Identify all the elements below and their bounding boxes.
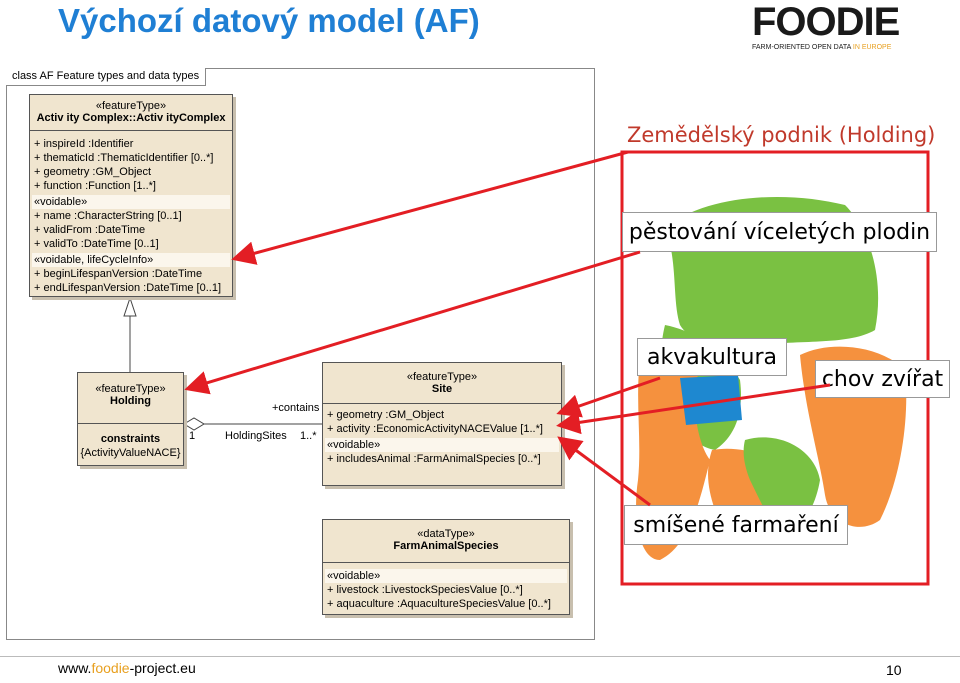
logo-tagline: FARM-ORIENTED OPEN DATA IN EUROPE xyxy=(752,44,891,51)
attribute-row: + endLifespanVersion :DateTime [0..1] xyxy=(34,282,222,294)
logo-tagline-part2: IN EUROPE xyxy=(852,44,892,51)
footer-url-part1: www. xyxy=(58,660,92,676)
attribute-row: + geometry :GM_Object xyxy=(34,166,152,178)
livestock-label: chov zvířat xyxy=(815,360,950,398)
arrow-perennial-to-holding xyxy=(184,250,641,395)
foodie-logo: FOODIE FARM-ORIENTED OPEN DATA IN EUROPE xyxy=(752,2,914,54)
activity-complex-stereotype: «featureType» xyxy=(95,100,167,112)
page-number: 10 xyxy=(886,662,902,678)
arrow-livestock-to-site xyxy=(556,383,831,435)
site-class: «featureType» Site + geometry :GM_Object… xyxy=(322,362,562,486)
voidable-label: «voidable» xyxy=(32,195,230,209)
association-target-role: HoldingSites xyxy=(225,430,287,442)
holding-name: Holding xyxy=(110,395,151,407)
blue-parcel-aquaculture xyxy=(680,375,742,425)
attribute-row: + validTo :DateTime [0..1] xyxy=(34,238,159,250)
arrow-mixed-to-site xyxy=(557,436,651,507)
voidable-label: «voidable» xyxy=(325,438,559,452)
attribute-row: + validFrom :DateTime xyxy=(34,224,146,236)
perennial-label: pěstování víceletých plodin xyxy=(622,212,937,252)
attribute-row: + includesAnimal :FarmAnimalSpecies [0..… xyxy=(327,453,541,465)
holding-class: «featureType» Holding constraints {Activ… xyxy=(77,372,184,466)
site-stereotype: «featureType» xyxy=(406,371,478,383)
page-title: Výchozí datový model (AF) xyxy=(58,2,480,39)
lifecycle-label: «voidable, lifeCycleInfo» xyxy=(32,253,230,267)
frame-label: class AF Feature types and data types xyxy=(6,68,207,86)
footer-url-link[interactable]: www.foodie-project.eu xyxy=(58,660,196,676)
voidable-label: «voidable» xyxy=(325,569,567,583)
association-target-multiplicity: 1..* xyxy=(300,430,317,442)
attribute-row: + beginLifespanVersion :DateTime xyxy=(34,268,203,280)
aquaculture-label: akvakultura xyxy=(637,338,787,376)
farm-animal-species-name: FarmAnimalSpecies xyxy=(393,540,499,552)
activity-complex-name: Activ ity Complex::Activ ityComplex xyxy=(36,112,226,124)
activity-complex-class: «featureType» Activ ity Complex::Activ i… xyxy=(29,94,233,297)
mixed-farming-label: smíšené farmaření xyxy=(624,505,848,545)
farm-animal-species-stereotype: «dataType» xyxy=(417,528,475,540)
arrow-aquaculture-to-site xyxy=(556,376,661,418)
farm-animal-species-datatype: «dataType» FarmAnimalSpecies «voidable» … xyxy=(322,519,570,615)
attribute-row: + livestock :LivestockSpeciesValue [0..*… xyxy=(327,584,523,596)
attribute-row: + function :Function [1..*] xyxy=(34,180,156,192)
logo-word: FOODIE xyxy=(752,0,900,44)
holding-title: Zemědělský podnik (Holding) xyxy=(627,123,936,147)
holding-stereotype: «featureType» xyxy=(95,383,166,395)
attribute-row: + thematicId :ThematicIdentifier [0..*] xyxy=(34,152,214,164)
attribute-row: + geometry :GM_Object xyxy=(327,409,445,421)
association-role: +contains xyxy=(272,402,320,414)
holding-constraints-label: constraints xyxy=(100,433,161,445)
holding-constraint: {ActivityValueNACE} xyxy=(80,447,181,459)
logo-tagline-part1: FARM-ORIENTED OPEN DATA xyxy=(752,44,853,51)
attribute-row: + activity :EconomicActivityNACEValue [1… xyxy=(327,423,543,435)
attribute-row: + name :CharacterString [0..1] xyxy=(34,210,182,222)
footer-url-part2: foodie xyxy=(91,660,130,676)
association-source-multiplicity: 1 xyxy=(189,430,196,442)
arrow-holding-to-activity-complex xyxy=(231,150,629,265)
site-name: Site xyxy=(431,383,453,395)
attribute-row: + aquaculture :AquacultureSpeciesValue [… xyxy=(327,598,551,610)
footer-divider xyxy=(0,656,960,657)
attribute-row: + inspireId :Identifier xyxy=(34,138,134,150)
footer-url-part3: -project.eu xyxy=(129,660,196,676)
